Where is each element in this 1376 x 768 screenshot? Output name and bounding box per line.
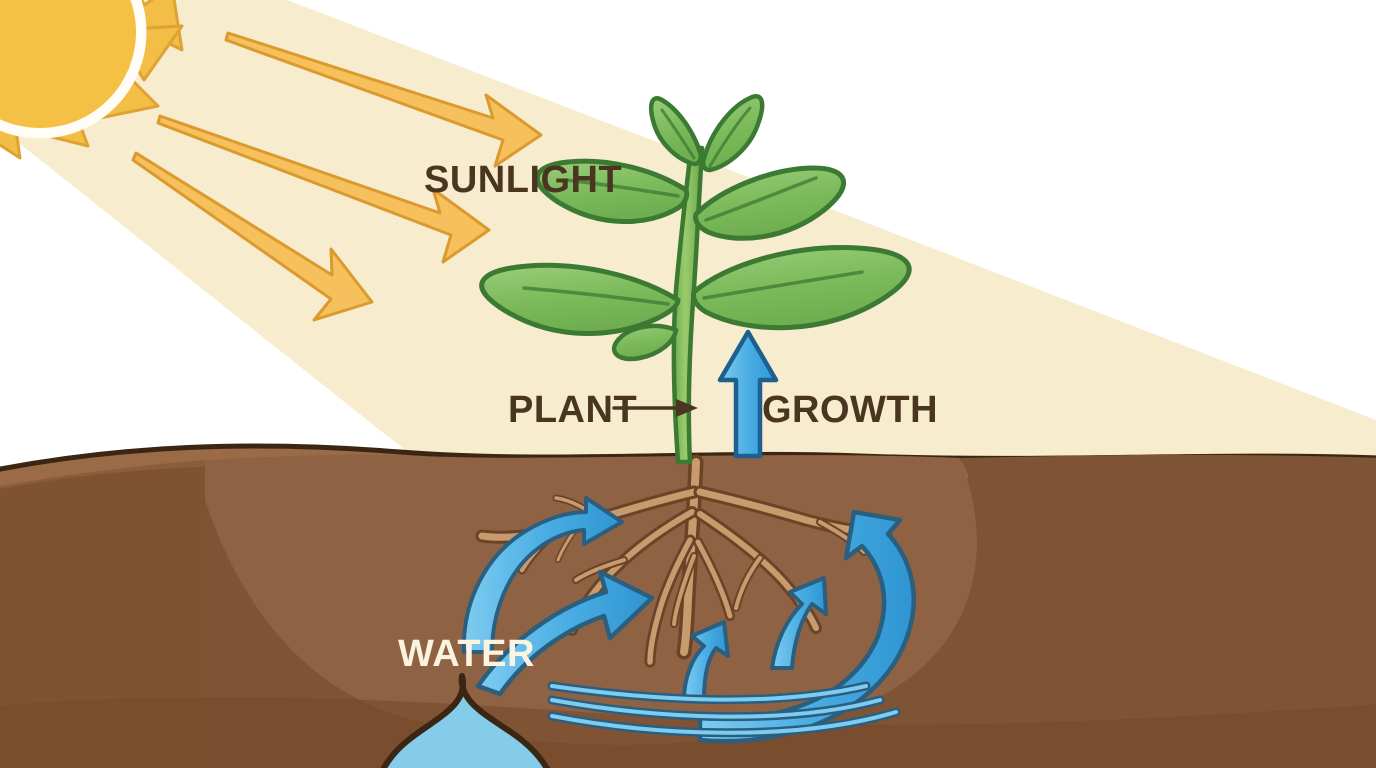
leaf-vein xyxy=(704,176,818,222)
sunlight-label: SUNLIGHT xyxy=(424,159,622,201)
root-branch-fill xyxy=(647,537,693,665)
root-twig-fill xyxy=(734,556,762,610)
water-arrow-medium-up xyxy=(770,576,828,670)
plant-leaf xyxy=(691,245,912,331)
soil-dark-left xyxy=(0,460,205,768)
water-label: WATER xyxy=(398,633,535,675)
soil-dark-right xyxy=(910,454,1376,768)
plant-leaf xyxy=(534,158,690,224)
plant xyxy=(479,94,912,465)
water-arrow-small-up xyxy=(682,620,730,702)
root-twig-fill xyxy=(672,554,696,626)
root-twig-fill xyxy=(818,520,866,554)
sunlight-arrow xyxy=(131,151,374,322)
leaf-vein xyxy=(702,270,864,300)
sun-outline xyxy=(0,0,147,139)
root-branch-fill xyxy=(695,539,733,619)
leaf-vein xyxy=(522,286,670,306)
leaf-vein xyxy=(564,178,680,198)
water-arrow-thick-diagonal xyxy=(475,569,655,697)
sun xyxy=(0,0,184,160)
beam-lower-cut xyxy=(0,128,430,470)
sunlight-arrow xyxy=(224,31,543,168)
leaf-vein xyxy=(708,106,752,168)
water-flow-line-core xyxy=(550,710,898,735)
leaf-vein xyxy=(660,108,696,160)
water-flow-line-core xyxy=(550,698,882,719)
beam-upper-cut xyxy=(287,0,1376,418)
plant-leaf xyxy=(479,262,681,337)
water-droplet xyxy=(380,673,551,768)
sunlight-arrow xyxy=(156,114,491,264)
water-arrow-curved-thin xyxy=(461,496,624,654)
plant-leaf xyxy=(611,323,679,362)
growth-label: GROWTH xyxy=(762,389,938,431)
sunlight-arrows xyxy=(131,31,543,322)
plant-to-stem-arrow xyxy=(612,399,698,417)
growth-arrow xyxy=(717,329,779,459)
plant-leaf xyxy=(693,165,847,241)
water-flow-lines xyxy=(547,681,901,738)
water-arrows xyxy=(461,496,916,744)
plant-label: PLANT xyxy=(508,389,637,431)
plant-arrow-head xyxy=(676,399,698,417)
root-twig-fill xyxy=(574,558,626,582)
water-flow-line-core xyxy=(550,684,868,702)
sun-body xyxy=(0,0,136,128)
